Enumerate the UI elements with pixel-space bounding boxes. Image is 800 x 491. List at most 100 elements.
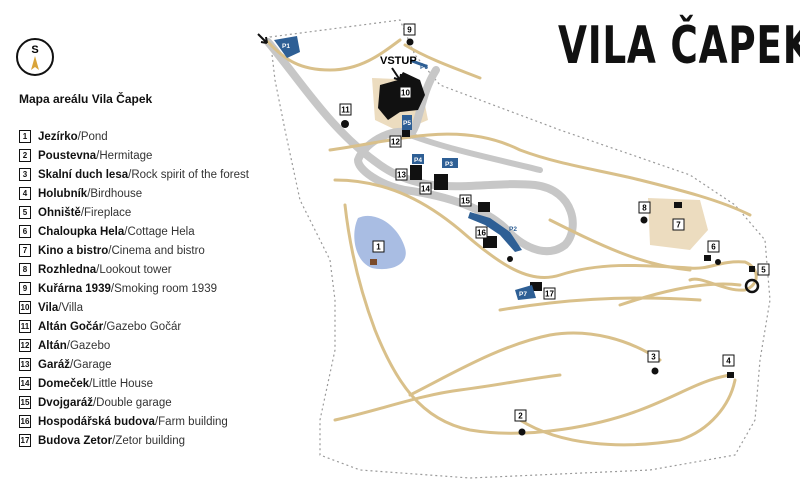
legend-separator: /	[69, 358, 74, 371]
little-house-14	[434, 174, 448, 190]
legend-number: 17	[19, 434, 31, 447]
legend-name-en: Fireplace	[84, 206, 132, 219]
parking-p7	[515, 285, 536, 300]
parking-label: P1	[282, 43, 290, 50]
marker-label: 15	[461, 197, 470, 206]
marker-16: 16	[475, 226, 488, 239]
legend-number: 7	[19, 244, 31, 257]
cottage-6	[704, 255, 711, 261]
marker-14: 14	[419, 182, 432, 195]
legend-name-en: Gazebo Gočár	[106, 320, 182, 333]
legend-item: 12 Altán / Gazebo	[19, 336, 249, 355]
legend-name-cz: Garáž	[38, 358, 70, 371]
legend-separator: /	[92, 396, 97, 409]
farm-dot	[507, 256, 513, 262]
legend-name-en: Gazebo	[69, 339, 111, 352]
compass-letter: S	[31, 44, 38, 56]
legend-separator: /	[128, 168, 132, 181]
legend-name-en: Double garage	[96, 396, 172, 409]
legend-name-en: Little House	[92, 377, 154, 390]
legend-name-en: Farm building	[158, 415, 228, 428]
legend-name-cz: Jezírko	[38, 130, 78, 143]
marker-12: 12	[389, 135, 402, 148]
map-subtitle: Mapa areálu Vila Čapek	[19, 92, 153, 106]
parking-p6	[409, 58, 428, 68]
legend-name-en: Garage	[73, 358, 112, 371]
lookout-dot	[640, 216, 648, 224]
marker-11: 11	[339, 103, 352, 116]
parking-areas	[274, 36, 536, 300]
gazebo-gocar-dot	[341, 120, 349, 128]
legend-name-cz: Domeček	[38, 377, 90, 390]
legend-number: 14	[19, 377, 31, 390]
legend-name-en: Zetor building	[115, 434, 186, 447]
marker-label: 6	[711, 243, 716, 252]
parking-p4	[412, 154, 424, 164]
marker-3: 3	[647, 350, 660, 363]
legend-separator: /	[112, 434, 116, 447]
marker-1: 1	[372, 240, 385, 253]
parking-label: P5	[403, 120, 411, 127]
legend-separator: /	[96, 149, 100, 162]
pond-hut	[370, 259, 377, 265]
legend-name-cz: Dvojgaráž	[38, 396, 93, 409]
parking-label: P2	[509, 226, 517, 233]
legend-name-en: Pond	[80, 130, 108, 143]
legend-separator: /	[66, 339, 70, 352]
entrance-arrow-icon	[391, 67, 402, 81]
legend-number: 4	[19, 187, 31, 200]
double-garage-15	[478, 202, 490, 212]
marker-5: 5	[757, 263, 770, 276]
legend-number: 3	[19, 168, 31, 181]
legend-number: 15	[19, 396, 31, 409]
legend-number: 12	[19, 339, 31, 352]
legend-name-en: Villa	[61, 301, 83, 314]
hermitage-dot	[518, 428, 526, 436]
legend-separator: /	[80, 206, 85, 219]
parking-labels: P1 P2 P3 P4 P5 P6 P7	[282, 43, 527, 298]
legend-name-cz: Chaloupka Hela	[38, 225, 125, 238]
marker-label: 5	[761, 266, 766, 275]
marker-label: 3	[651, 353, 656, 362]
legend-name-cz: Rozhledna	[38, 263, 97, 276]
parking-label: P6	[420, 64, 428, 71]
legend-separator: /	[87, 187, 91, 200]
legend-number: 11	[19, 320, 31, 333]
zetor-building-17	[530, 282, 542, 291]
marker-label: 4	[726, 357, 731, 366]
fireplace-ring	[744, 278, 760, 294]
farm-building-16	[483, 236, 497, 248]
legend-name-cz: Hospodářská budova	[38, 415, 155, 428]
walking-paths	[266, 38, 758, 447]
marker-label: 12	[391, 138, 400, 147]
legend-name-cz: Altán	[38, 339, 67, 352]
smoking-room-dot	[406, 38, 414, 46]
marker-17: 17	[543, 287, 556, 300]
fireplace-post	[749, 266, 755, 272]
parking-p5	[402, 115, 412, 130]
legend-name-cz: Kuřárna 1939	[38, 282, 111, 295]
driveway	[264, 38, 577, 256]
marker-7: 7	[672, 218, 685, 231]
legend-number: 13	[19, 358, 31, 371]
legend-number: 9	[19, 282, 31, 295]
legend-number: 2	[19, 149, 31, 162]
legend-name-cz: Ohniště	[38, 206, 81, 219]
legend-separator: /	[96, 263, 100, 276]
legend-number: 6	[19, 225, 31, 238]
legend-name-en: Rock spirit of the forest	[131, 168, 249, 181]
marker-10: 10	[399, 86, 412, 99]
legend-separator: /	[77, 130, 81, 143]
legend-item: 15 Dvojgaráž / Double garage	[19, 393, 249, 412]
parking-label: P3	[445, 161, 453, 168]
parking-label: P7	[519, 291, 527, 298]
legend-name-cz: Budova Zetor	[38, 434, 113, 447]
marker-label: 10	[401, 89, 410, 98]
